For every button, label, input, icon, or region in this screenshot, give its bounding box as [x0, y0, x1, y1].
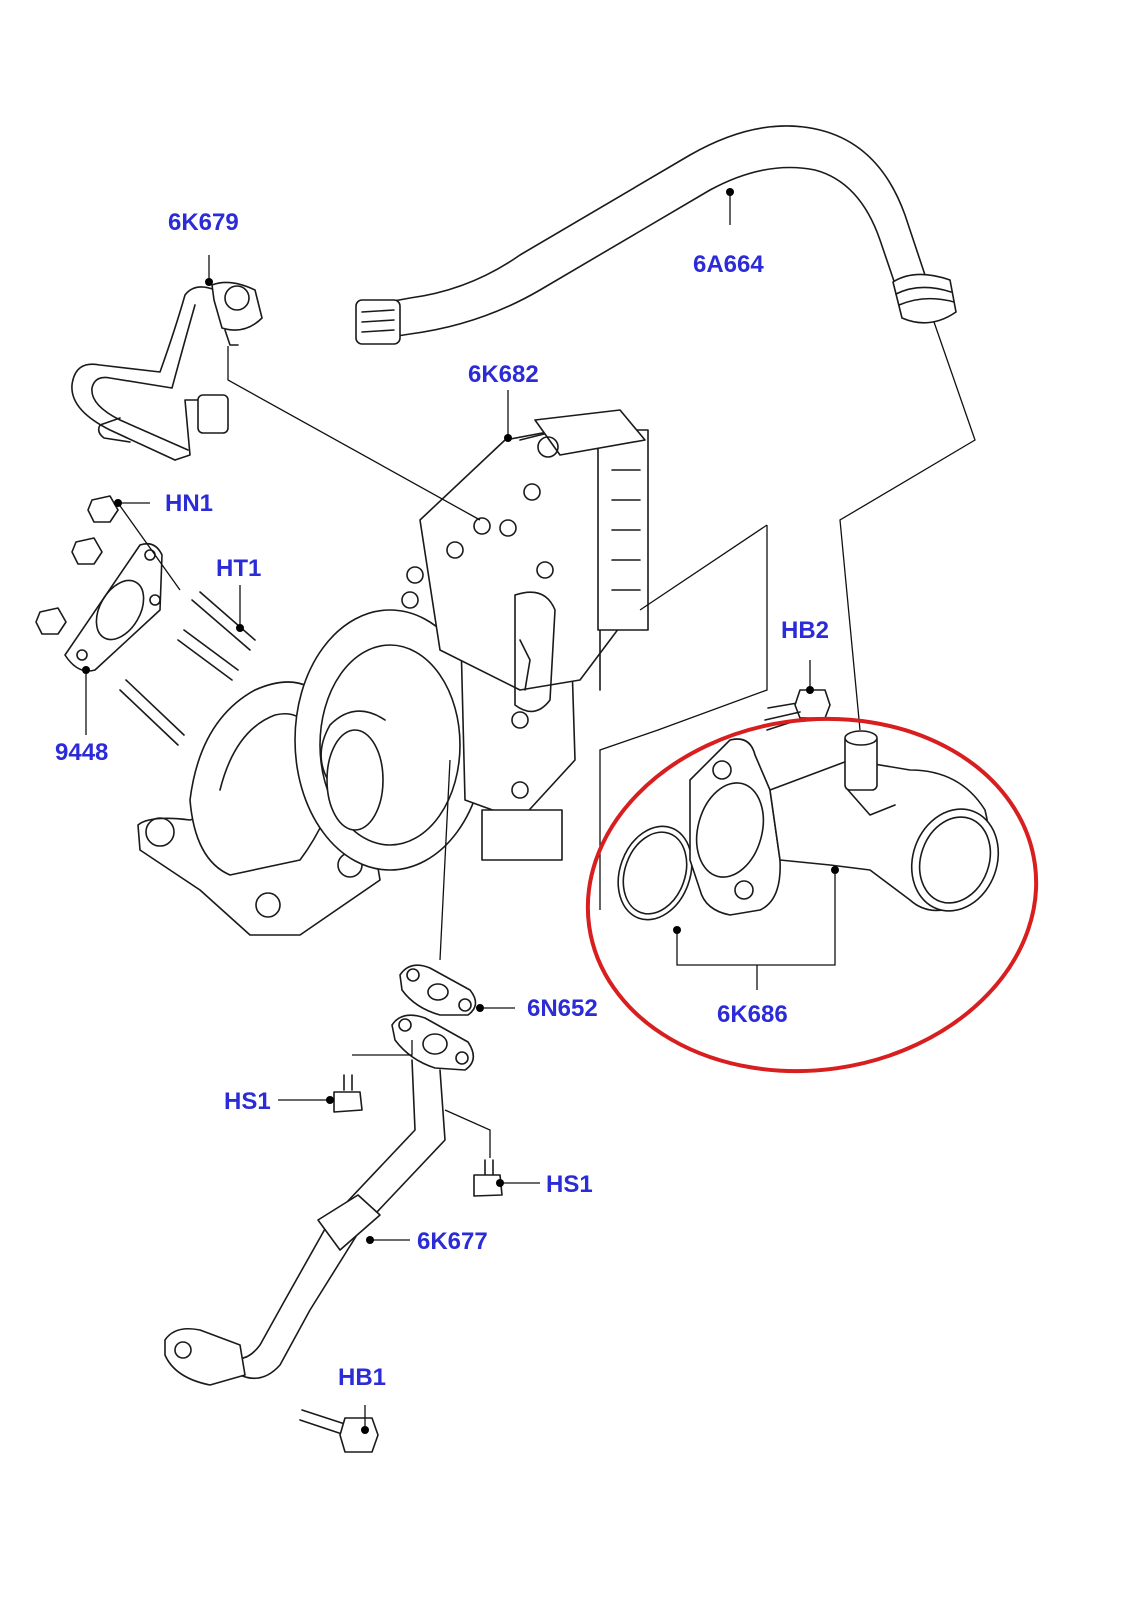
label-hb1[interactable]: HB1: [338, 1364, 386, 1391]
oil-return-pipe[interactable]: [164, 1059, 446, 1386]
label-6a664[interactable]: 6A664: [693, 251, 764, 278]
bolts-hs1[interactable]: [333, 1074, 503, 1197]
label-6k682[interactable]: 6K682: [468, 361, 539, 388]
vacuum-hose[interactable]: [355, 125, 957, 345]
callout-dots: [82, 188, 839, 1434]
leader-lines: [85, 192, 976, 1430]
outlet-elbow[interactable]: [606, 699, 1013, 930]
oil-return-gaskets[interactable]: [391, 964, 477, 1071]
bolt-hb1[interactable]: [299, 1409, 379, 1453]
highlight-ellipse: [585, 716, 1039, 1074]
label-hs1-left[interactable]: HS1: [224, 1088, 271, 1115]
label-6k686[interactable]: 6K686: [717, 1001, 788, 1028]
oil-feed-pipe[interactable]: [71, 281, 263, 461]
label-9448[interactable]: 9448: [55, 739, 108, 766]
label-6n652[interactable]: 6N652: [527, 995, 598, 1022]
label-hs1-right[interactable]: HS1: [546, 1171, 593, 1198]
studs[interactable]: [119, 591, 256, 746]
label-hb2[interactable]: HB2: [781, 617, 829, 644]
label-6k679[interactable]: 6K679: [168, 209, 239, 236]
turbocharger[interactable]: [137, 409, 649, 936]
label-hn1[interactable]: HN1: [165, 490, 213, 517]
label-6k677[interactable]: 6K677: [417, 1228, 488, 1255]
label-ht1[interactable]: HT1: [216, 555, 261, 582]
nuts[interactable]: [35, 495, 119, 635]
